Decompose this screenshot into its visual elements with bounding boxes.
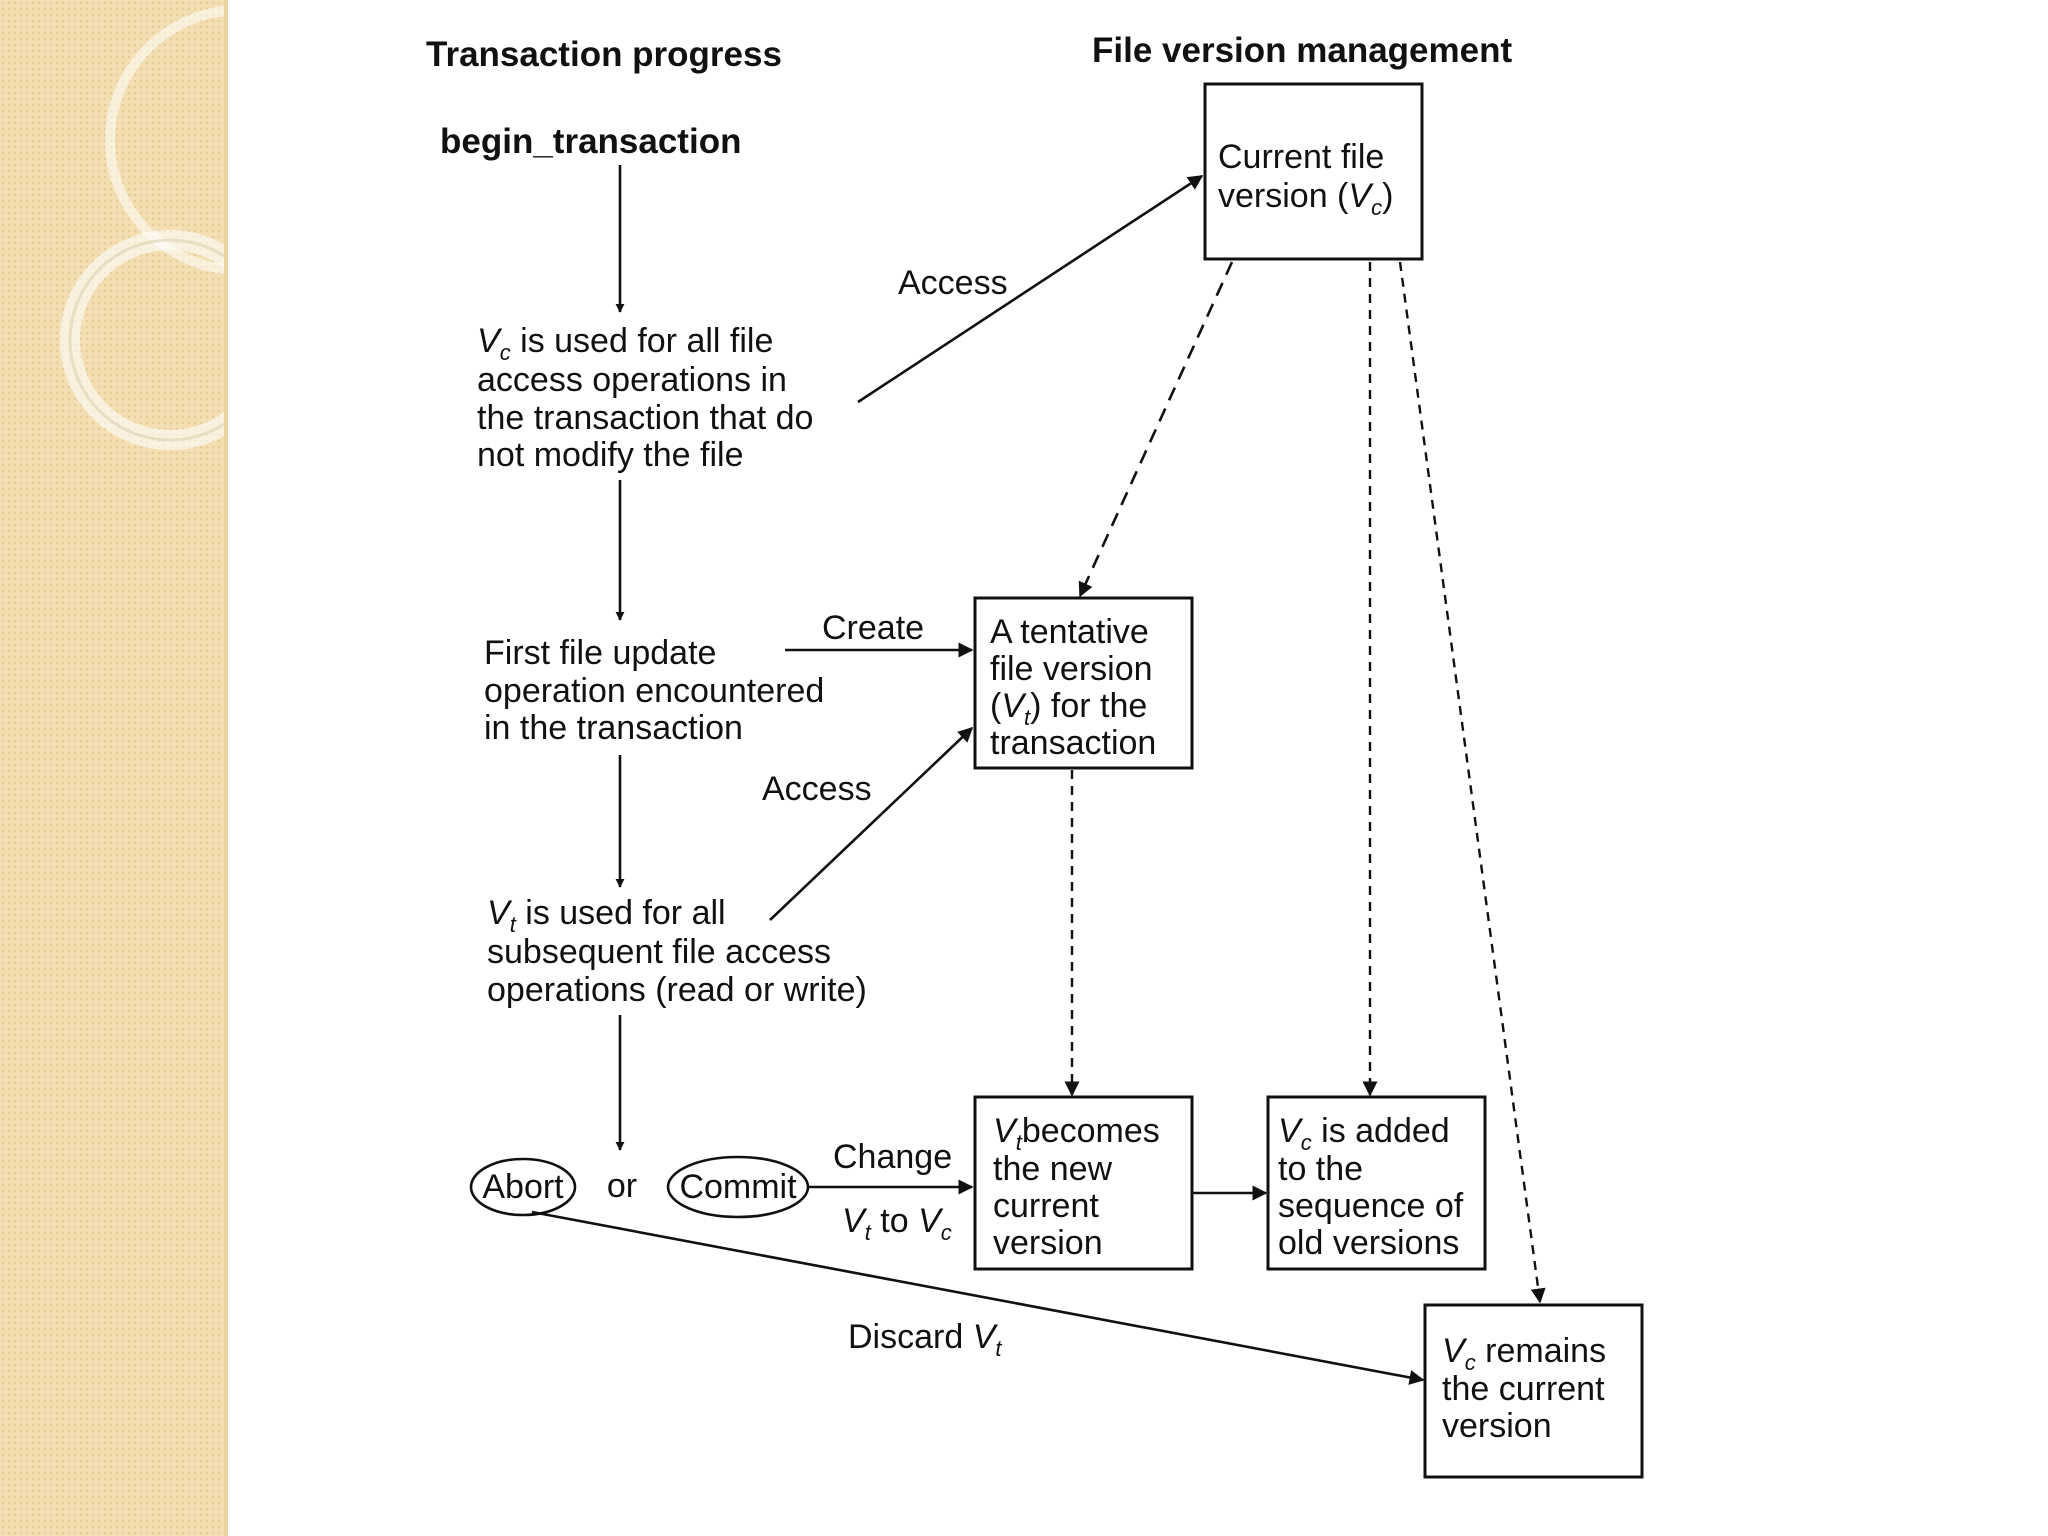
svg-text:A tentative: A tentative	[990, 613, 1149, 651]
svg-text:Vc remains: Vc remains	[1442, 1332, 1606, 1375]
svg-text:not modify the file: not modify the file	[477, 436, 743, 474]
heading-file-version-management: File version management	[1092, 31, 1512, 70]
label-change: Change	[833, 1138, 952, 1176]
svg-text:to the: to the	[1278, 1150, 1363, 1188]
svg-text:file version: file version	[990, 650, 1153, 688]
svg-text:Vc is used for all file: Vc is used for all file	[477, 322, 773, 365]
box-vc-added-old-versions: Vc is added to the sequence of old versi…	[1266, 1095, 1487, 1271]
svg-text:access operations in: access operations in	[477, 361, 787, 399]
svg-text:old versions: old versions	[1278, 1224, 1459, 1262]
box-tentative-version: A tentative file version (Vt) for the tr…	[973, 596, 1194, 770]
svg-text:Current file: Current file	[1218, 138, 1384, 176]
svg-text:Vt is used for all: Vt is used for all	[487, 894, 726, 937]
svg-text:the new: the new	[993, 1150, 1113, 1188]
svg-text:(Vt) for the: (Vt) for the	[990, 687, 1147, 730]
svg-text:the transaction that do: the transaction that do	[477, 399, 813, 437]
abort-node	[469, 1157, 577, 1217]
svg-text:sequence of: sequence of	[1278, 1187, 1464, 1225]
label-access-1: Access	[898, 264, 1008, 302]
step-vt-used: Vt is used for all subsequent file acces…	[487, 894, 867, 1009]
step-vc-used: Vc is used for all file access operation…	[477, 322, 813, 474]
box-vt-becomes-current: Vtbecomes the new current version	[973, 1095, 1194, 1271]
label-access-2: Access	[762, 770, 872, 808]
sidebar-decoration	[0, 0, 228, 1536]
svg-text:in the transaction: in the transaction	[484, 709, 743, 747]
or-label: or	[607, 1167, 637, 1205]
svg-text:version (Vc): version (Vc)	[1218, 177, 1393, 220]
arrow-discard	[531, 1210, 1425, 1385]
arrow-access-current	[857, 174, 1204, 404]
begin-transaction-label: begin_transaction	[440, 122, 741, 161]
label-discard-vt: Discard Vt	[848, 1318, 1002, 1361]
svg-text:subsequent file access: subsequent file access	[487, 933, 831, 971]
svg-text:Vc is added: Vc is added	[1278, 1112, 1450, 1155]
svg-text:operations (read or write): operations (read or write)	[487, 971, 867, 1009]
label-create: Create	[822, 609, 924, 647]
decorative-rings	[60, 5, 228, 450]
commit-label: Commit	[679, 1168, 797, 1206]
abort-label: Abort	[482, 1168, 564, 1206]
heading-transaction-progress: Transaction progress	[426, 35, 782, 74]
svg-text:the current: the current	[1442, 1370, 1605, 1408]
svg-text:transaction: transaction	[990, 724, 1156, 762]
box-vc-remains-current: Vc remains the current version	[1423, 1303, 1644, 1479]
box-current-file-version: Current file version (Vc)	[1203, 82, 1424, 261]
svg-text:current: current	[993, 1187, 1099, 1225]
svg-text:version: version	[993, 1224, 1103, 1262]
arrow-access-tentative	[769, 726, 974, 921]
label-vt-to-vc: Vt to Vc	[842, 1202, 952, 1245]
step-first-update: First file update operation encountered …	[484, 634, 824, 747]
svg-text:First file update: First file update	[484, 634, 716, 672]
svg-text:Vtbecomes: Vtbecomes	[993, 1112, 1160, 1155]
svg-text:operation encountered: operation encountered	[484, 672, 824, 710]
dashed-arrow-current-to-tentative	[1078, 261, 1234, 598]
svg-text:version: version	[1442, 1407, 1552, 1445]
